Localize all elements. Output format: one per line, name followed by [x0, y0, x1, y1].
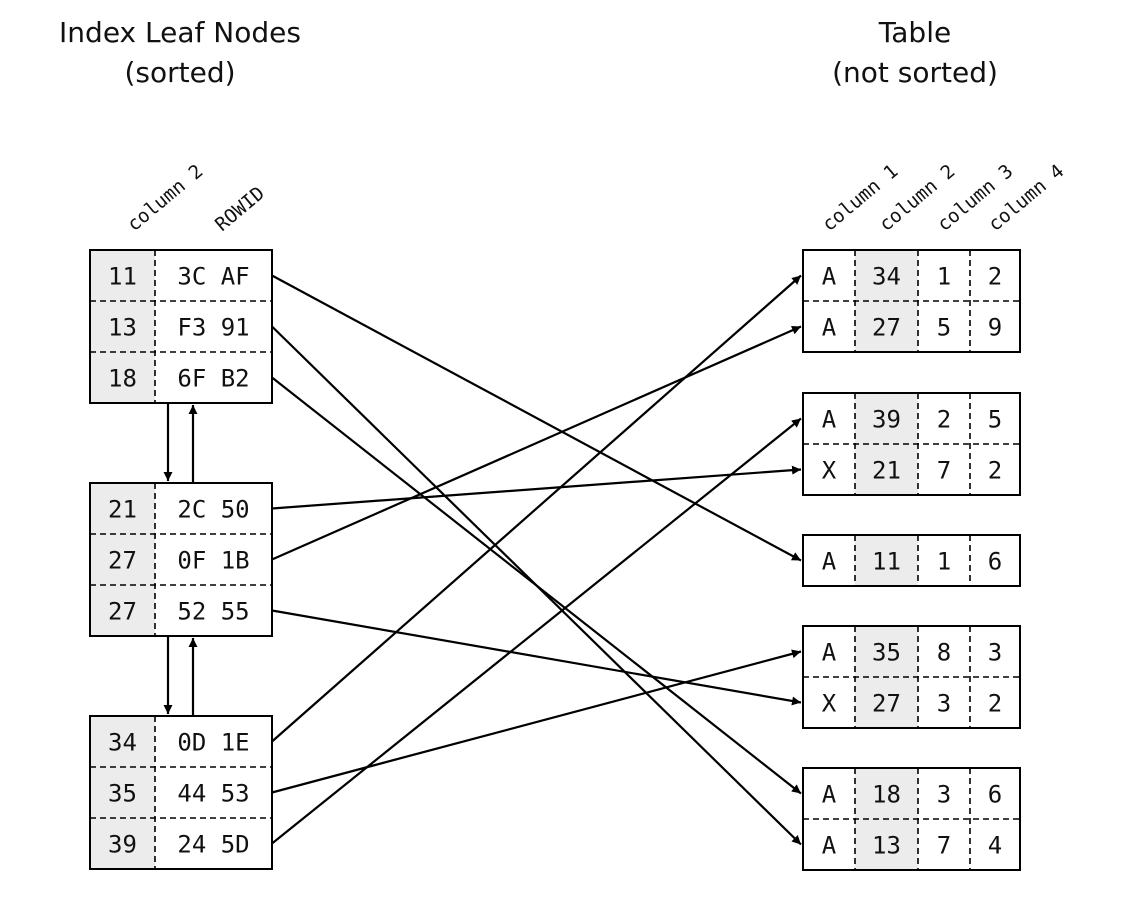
index-title-line1: Index Leaf Nodes [59, 16, 301, 49]
table-cell: 21 [872, 457, 901, 485]
table-cell: 2 [937, 406, 951, 434]
table-cell: 4 [988, 832, 1002, 860]
index-leaf-node: 11 3C AF 13 F3 91 18 6F B2 [89, 249, 273, 404]
index-key: 35 [108, 780, 137, 808]
index-leaf-node: 34 0D 1E 35 44 53 39 24 5D [89, 715, 273, 870]
rowid-pointer-arrow [271, 274, 802, 562]
index-key: 18 [108, 365, 137, 393]
index-rowid: 44 53 [177, 780, 249, 808]
table-cell: A [822, 314, 837, 342]
index-key: 27 [108, 598, 137, 626]
table-cell: 3 [937, 781, 951, 809]
table-cell: X [822, 457, 837, 485]
rowid-pointer-arrows [271, 274, 802, 846]
table-cell: 18 [872, 781, 901, 809]
index-rowid: 3C AF [177, 263, 249, 291]
table-cell: 6 [988, 781, 1002, 809]
table-cell: X [822, 690, 837, 718]
leaf-node-chain-arrows [163, 403, 198, 716]
table-cell: 5 [988, 406, 1002, 434]
table-cell: 1 [937, 548, 951, 576]
table-block: A 39 2 5X 21 7 2 [802, 392, 1021, 496]
rowid-pointer-arrow [271, 274, 802, 743]
index-column-header: column 2 [123, 160, 207, 236]
rowid-pointer-arrow [271, 649, 802, 794]
table-cell: 3 [937, 690, 951, 718]
rowid-pointer-arrow [271, 325, 802, 561]
index-key: 13 [108, 314, 137, 342]
rowid-pointer-arrow [271, 376, 802, 795]
table-title-line2: (not sorted) [832, 56, 998, 89]
index-key: 21 [108, 496, 137, 524]
index-rowid: F3 91 [177, 314, 249, 342]
table-cell: A [822, 781, 837, 809]
table-cell: 2 [988, 457, 1002, 485]
index-key: 39 [108, 831, 137, 859]
table-cell: A [822, 548, 837, 576]
table-cell: 2 [988, 263, 1002, 291]
index-key: 27 [108, 547, 137, 575]
table-cell: 27 [872, 690, 901, 718]
rowid-pointer-arrow [271, 465, 802, 510]
index-key: 34 [108, 729, 137, 757]
index-key: 11 [108, 263, 137, 291]
table-cell: 3 [988, 639, 1002, 667]
index-rowid: 0D 1E [177, 729, 249, 757]
rowid-pointer-arrow [271, 417, 802, 845]
table-cell: 5 [937, 314, 951, 342]
table-cell: 35 [872, 639, 901, 667]
table-title-line1: Table [878, 16, 951, 49]
index-rowid: 24 5D [177, 831, 249, 859]
table-cell: A [822, 639, 837, 667]
table-cell: 9 [988, 314, 1002, 342]
index-leaf-node: 21 2C 50 27 0F 1B 27 52 55 [89, 482, 273, 637]
index-title-line2: (sorted) [124, 56, 235, 89]
index-rowid: 0F 1B [177, 547, 249, 575]
index-leaf-nodes: 11 3C AF 13 F3 91 18 6F B2 21 2C 50 27 0F 1B 27 52 … [89, 249, 273, 870]
table-cell: 1 [937, 263, 951, 291]
table-cell: 2 [988, 690, 1002, 718]
table-cell: A [822, 263, 837, 291]
rowid-pointer-arrow [271, 609, 802, 706]
table-cell: 34 [872, 263, 901, 291]
index-column-header: ROWID [211, 182, 269, 236]
index-rowid: 2C 50 [177, 496, 249, 524]
table-cell: A [822, 832, 837, 860]
table-cell: 7 [937, 832, 951, 860]
table-cell: 8 [937, 639, 951, 667]
table-cell: 13 [872, 832, 901, 860]
table-cell: 27 [872, 314, 901, 342]
index-rowid: 52 55 [177, 598, 249, 626]
table-cell: 7 [937, 457, 951, 485]
index-rowid: 6F B2 [177, 365, 249, 393]
table-cell: 11 [872, 548, 901, 576]
table-cell: 39 [872, 406, 901, 434]
table-cell: A [822, 406, 837, 434]
table-cell: 6 [988, 548, 1002, 576]
